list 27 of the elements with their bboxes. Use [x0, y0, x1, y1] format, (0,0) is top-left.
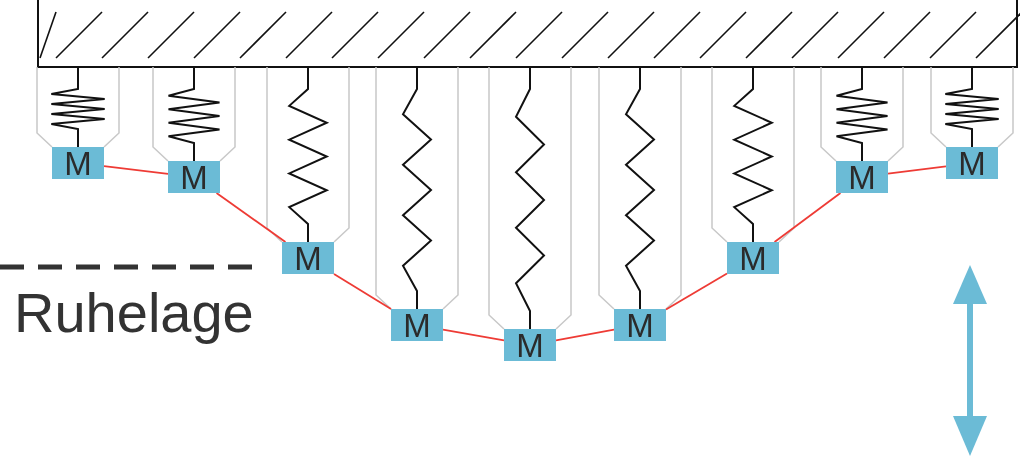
connector-line	[333, 273, 392, 310]
mass-block	[836, 161, 888, 193]
mass-label: M	[516, 328, 544, 362]
mass-block	[504, 329, 556, 361]
connector-line	[887, 165, 947, 175]
mass-label: M	[958, 146, 986, 180]
mass-label: M	[739, 241, 767, 275]
mass-label: M	[64, 146, 92, 180]
mass-label: M	[403, 308, 431, 342]
mass-block	[168, 161, 220, 193]
connector-line	[773, 192, 842, 243]
mass-label: M	[294, 241, 322, 275]
mass-block	[946, 147, 998, 179]
connector-line	[665, 272, 728, 311]
connector-line	[215, 192, 287, 243]
mass-block	[391, 309, 443, 341]
rest-position-label: Ruhelage	[14, 282, 254, 344]
connector-line	[103, 165, 169, 175]
mass-block	[727, 242, 779, 274]
mass-block	[614, 309, 666, 341]
connector-line	[555, 328, 615, 342]
mass-block	[282, 242, 334, 274]
mass-label: M	[626, 308, 654, 342]
mass-block	[52, 147, 104, 179]
connector-line	[442, 328, 505, 342]
mass-label: M	[848, 160, 876, 194]
mass-label: M	[180, 160, 208, 194]
